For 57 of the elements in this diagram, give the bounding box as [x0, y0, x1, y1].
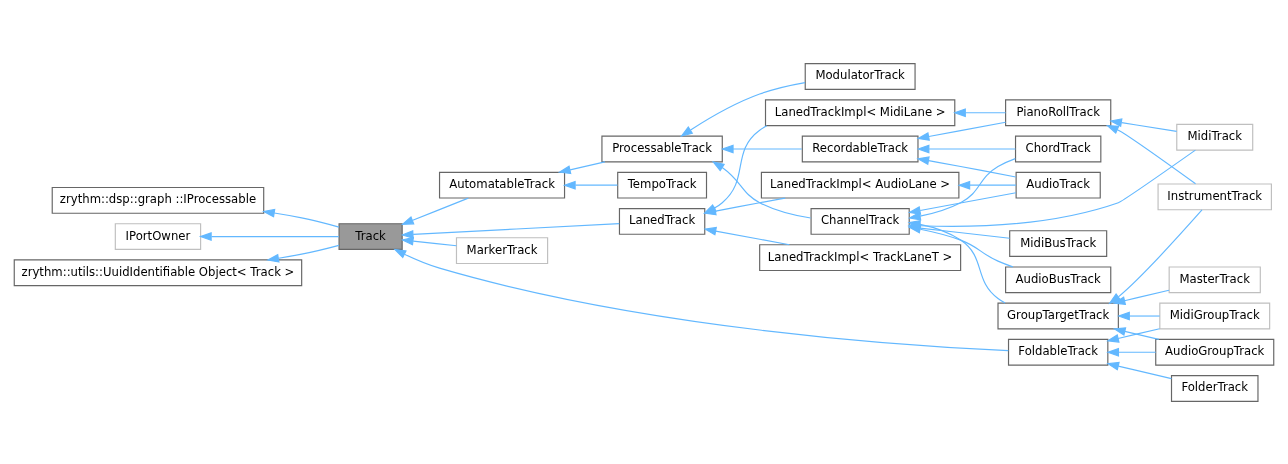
node-box: zrythm::dsp::graph ::IProcessable	[51, 186, 265, 214]
arrow	[262, 208, 340, 228]
node-box: MidiBusTrack	[1009, 229, 1108, 257]
node-box: LanedTrackImpl< MidiLane >	[764, 98, 956, 126]
arrow	[711, 160, 812, 219]
node-box: GroupTargetTrack	[997, 302, 1119, 329]
node-box: TempoTrack	[617, 171, 708, 199]
arrow	[557, 160, 606, 174]
node-box: AudioGroupTrack	[1155, 338, 1275, 366]
arrow	[198, 231, 340, 241]
node-box: LanedTrackImpl< TrackLaneT >	[759, 243, 962, 271]
node-box: IPortOwner	[114, 222, 202, 250]
node-box: PianoRollTrack	[1005, 98, 1112, 126]
node-box: MasterTrack	[1168, 265, 1261, 293]
arrow	[680, 81, 806, 137]
arrow	[1112, 289, 1170, 305]
node-box: RecordableTrack	[801, 135, 919, 162]
arrow	[1106, 327, 1161, 343]
arrow	[1117, 311, 1161, 321]
arrow	[720, 143, 803, 153]
arrow	[907, 191, 1017, 215]
node-box: ProcessableTrack	[601, 135, 723, 162]
node-box: ChannelTrack	[810, 207, 910, 235]
node-box: MidiTrack	[1176, 123, 1254, 151]
arrow	[400, 222, 620, 239]
node-box: ModulatorTrack	[804, 62, 916, 90]
arrow	[1106, 347, 1157, 357]
node-box: AutomatableTrack	[438, 171, 566, 199]
node-box: ChordTrack	[1014, 135, 1102, 162]
arrow	[1112, 326, 1160, 340]
node-box: AudioTrack	[1015, 171, 1101, 199]
arrow	[916, 143, 1017, 153]
node-box: FolderTrack	[1170, 374, 1259, 402]
arrow	[562, 180, 618, 190]
node-box: LanedTrackImpl< AudioLane >	[760, 171, 960, 199]
node-box: MidiGroupTrack	[1159, 302, 1271, 329]
arrow	[400, 236, 458, 246]
arrow	[957, 180, 1017, 190]
arrow	[916, 121, 1007, 141]
arrow	[1108, 208, 1203, 304]
node-box: FoldableTrack	[1007, 338, 1109, 366]
arrow	[907, 157, 1016, 220]
arrow	[266, 244, 340, 263]
node-box: MarkerTrack	[455, 236, 549, 264]
node-box: LanedTrack	[618, 207, 706, 235]
node-box: InstrumentTrack	[1157, 182, 1272, 210]
node-box: zrythm::utils::UuidIdentifiable Object< Track >	[13, 258, 303, 286]
arrow	[953, 107, 1007, 117]
arrow	[400, 197, 469, 225]
arrow	[393, 248, 1009, 351]
node-box: AudioBusTrack	[1005, 265, 1112, 293]
arrow	[1109, 117, 1178, 132]
arrow	[916, 155, 1017, 178]
arrow	[703, 226, 790, 245]
arrow	[1106, 361, 1172, 379]
arrow	[1105, 124, 1197, 184]
node-box: Track	[338, 222, 403, 250]
